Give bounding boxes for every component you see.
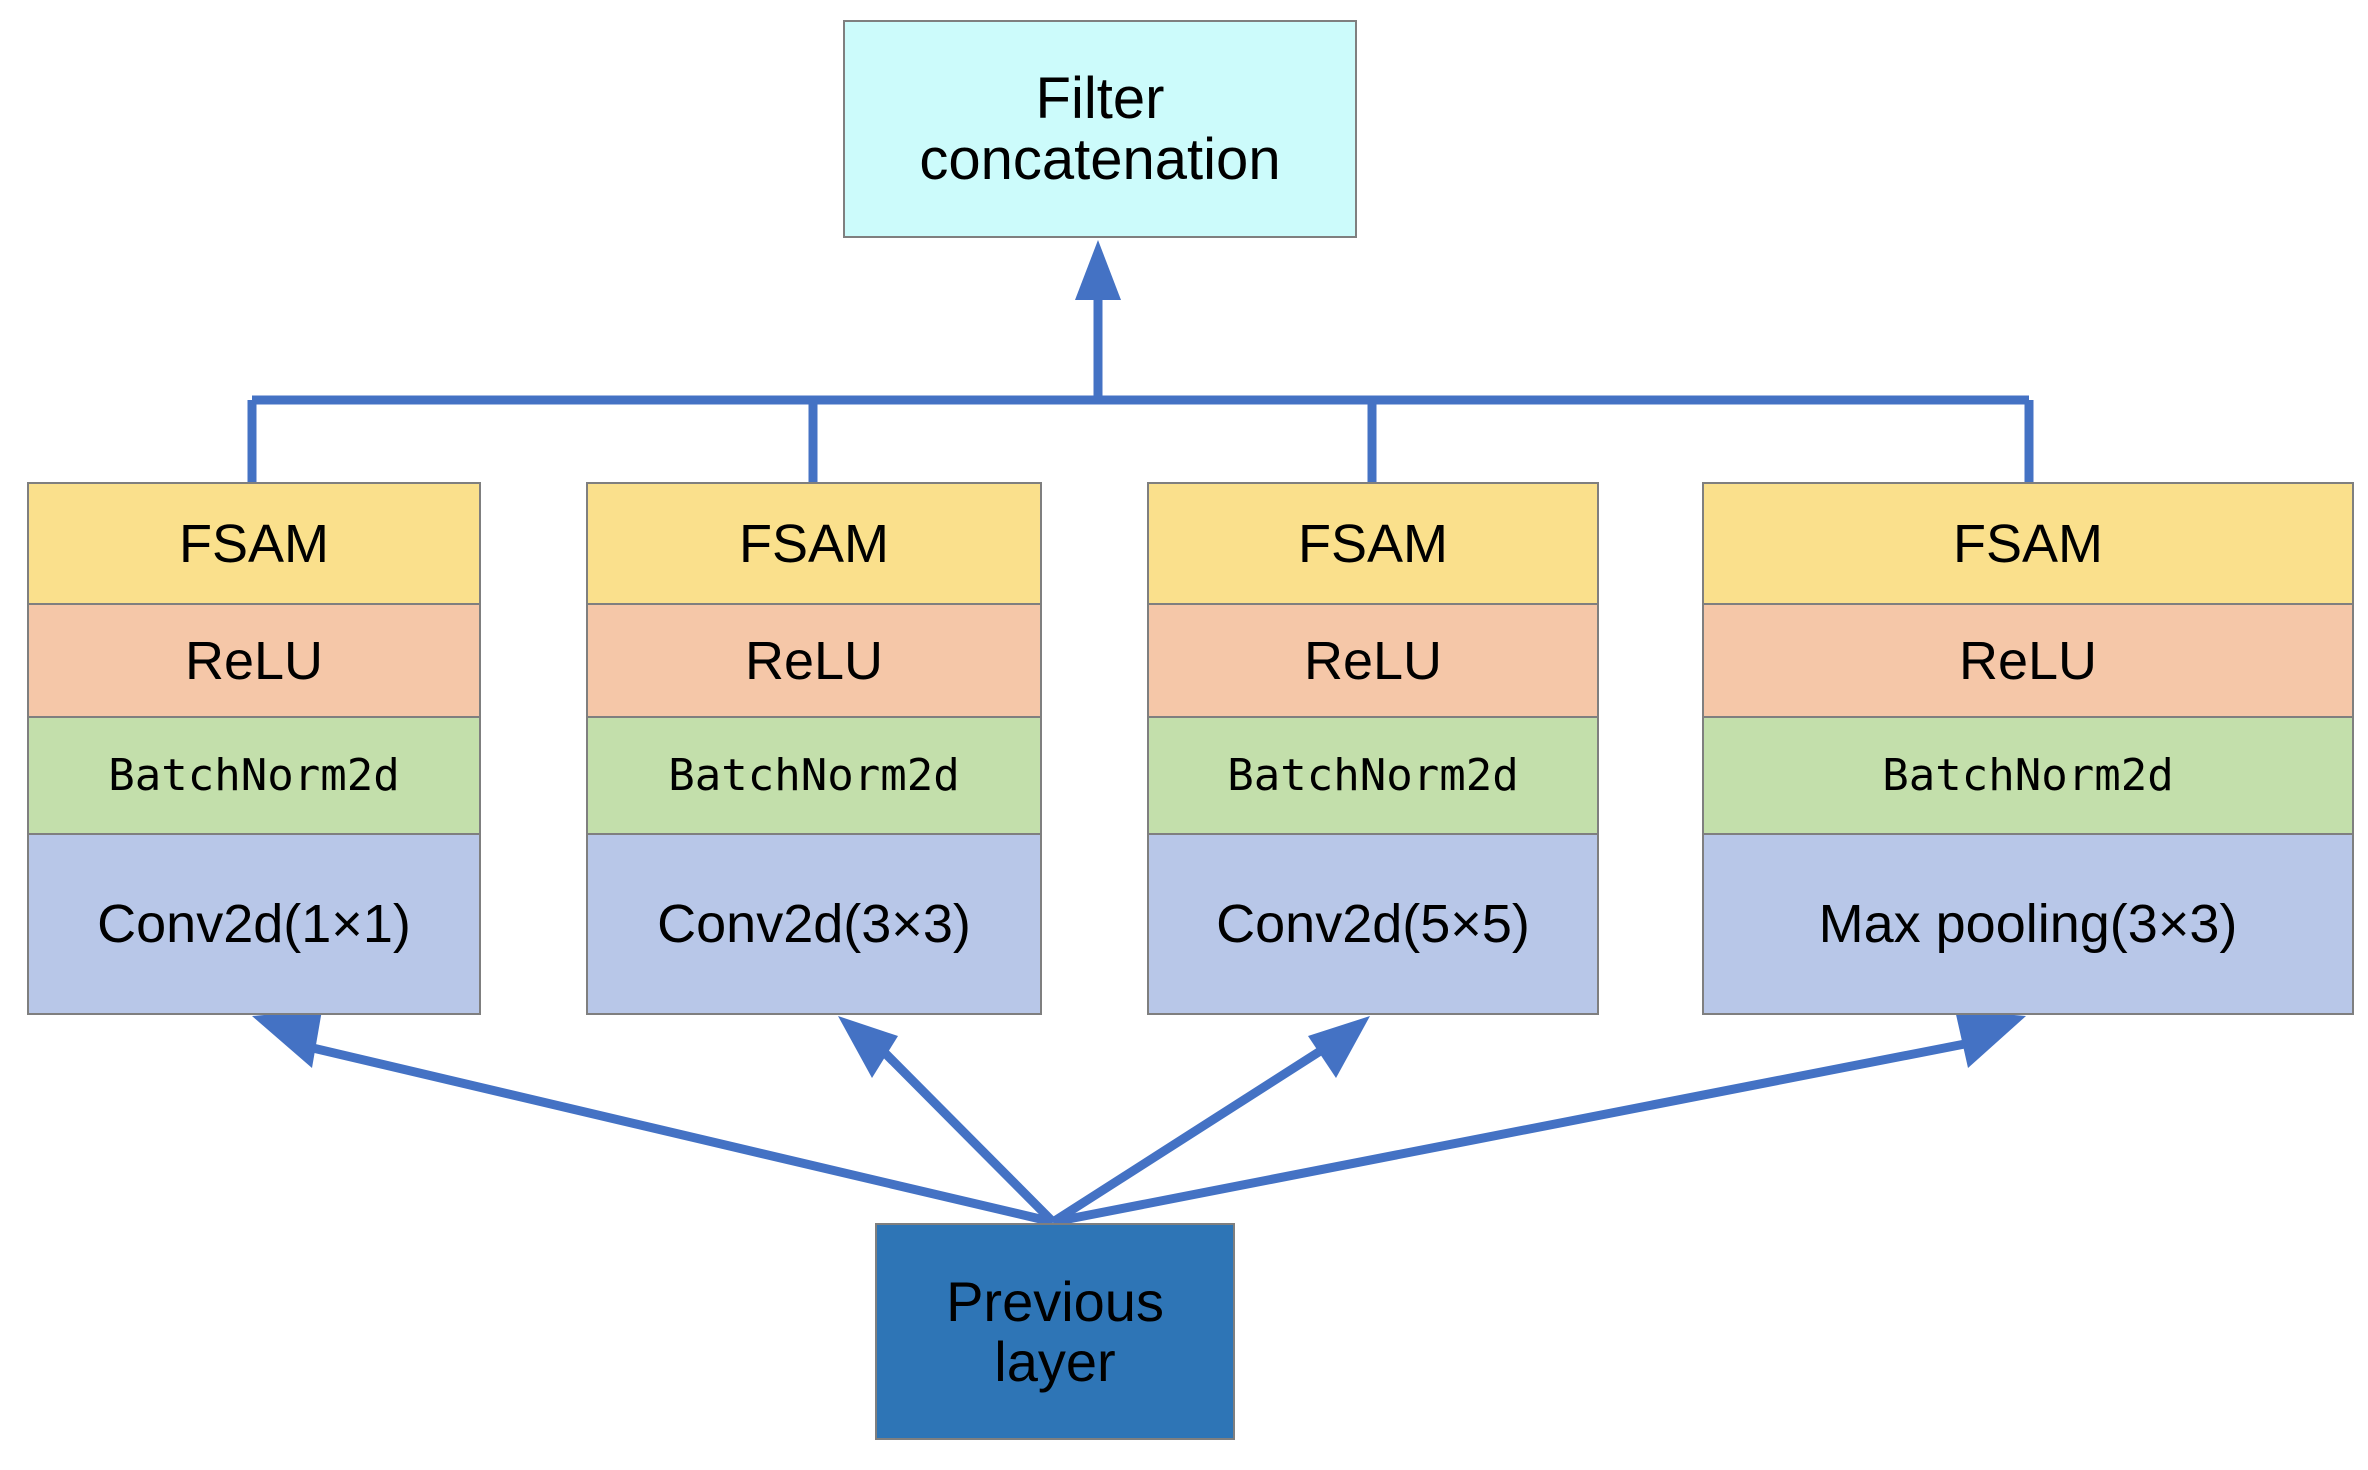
- batchnorm-cell-2: BatchNorm2d: [586, 718, 1042, 835]
- arrowhead-to-branch-4: [1955, 1010, 2026, 1068]
- fanout-line-branch-1: [298, 1040, 1055, 1227]
- arrowhead-to-concat: [1075, 240, 1121, 300]
- relu-cell-2: ReLU: [586, 605, 1042, 718]
- relu-cell-3: ReLU: [1147, 605, 1599, 718]
- branch-column-1: FSAM ReLU BatchNorm2d Conv2d(1×1): [27, 482, 481, 1015]
- operation-cell-2: Conv2d(3×3): [586, 835, 1042, 1015]
- filter-concatenation-node: Filter concatenation: [843, 20, 1357, 238]
- arrowhead-to-branch-3: [1308, 1016, 1370, 1078]
- branch-column-3: FSAM ReLU BatchNorm2d Conv2d(5×5): [1147, 482, 1599, 1015]
- relu-cell-1: ReLU: [27, 605, 481, 718]
- batchnorm-cell-1: BatchNorm2d: [27, 718, 481, 835]
- operation-cell-3: Conv2d(5×5): [1147, 835, 1599, 1015]
- batchnorm-cell-3: BatchNorm2d: [1147, 718, 1599, 835]
- relu-cell-4: ReLU: [1702, 605, 2354, 718]
- arrowhead-to-branch-1: [252, 1010, 322, 1068]
- fsam-cell-2: FSAM: [586, 482, 1042, 605]
- operation-cell-1: Conv2d(1×1): [27, 835, 481, 1015]
- branch-column-4: FSAM ReLU BatchNorm2d Max pooling(3×3): [1702, 482, 2354, 1015]
- operation-cell-4: Max pooling(3×3): [1702, 835, 2354, 1015]
- fanout-line-branch-3: [1050, 1044, 1328, 1226]
- branch-column-2: FSAM ReLU BatchNorm2d Conv2d(3×3): [586, 482, 1042, 1015]
- fanout-line-branch-4: [1052, 1037, 1976, 1227]
- fanout-line-branch-2: [876, 1044, 1057, 1226]
- fsam-cell-1: FSAM: [27, 482, 481, 605]
- fsam-cell-4: FSAM: [1702, 482, 2354, 605]
- arrowhead-to-branch-2: [838, 1016, 898, 1078]
- fsam-cell-3: FSAM: [1147, 482, 1599, 605]
- previous-layer-node: Previous layer: [875, 1223, 1235, 1440]
- batchnorm-cell-4: BatchNorm2d: [1702, 718, 2354, 835]
